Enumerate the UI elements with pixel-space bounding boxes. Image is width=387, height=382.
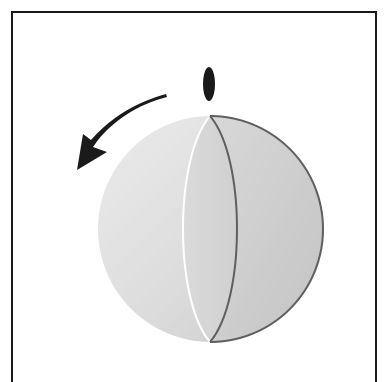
knob-sphere bbox=[98, 116, 324, 342]
top-marker-icon bbox=[203, 67, 215, 101]
